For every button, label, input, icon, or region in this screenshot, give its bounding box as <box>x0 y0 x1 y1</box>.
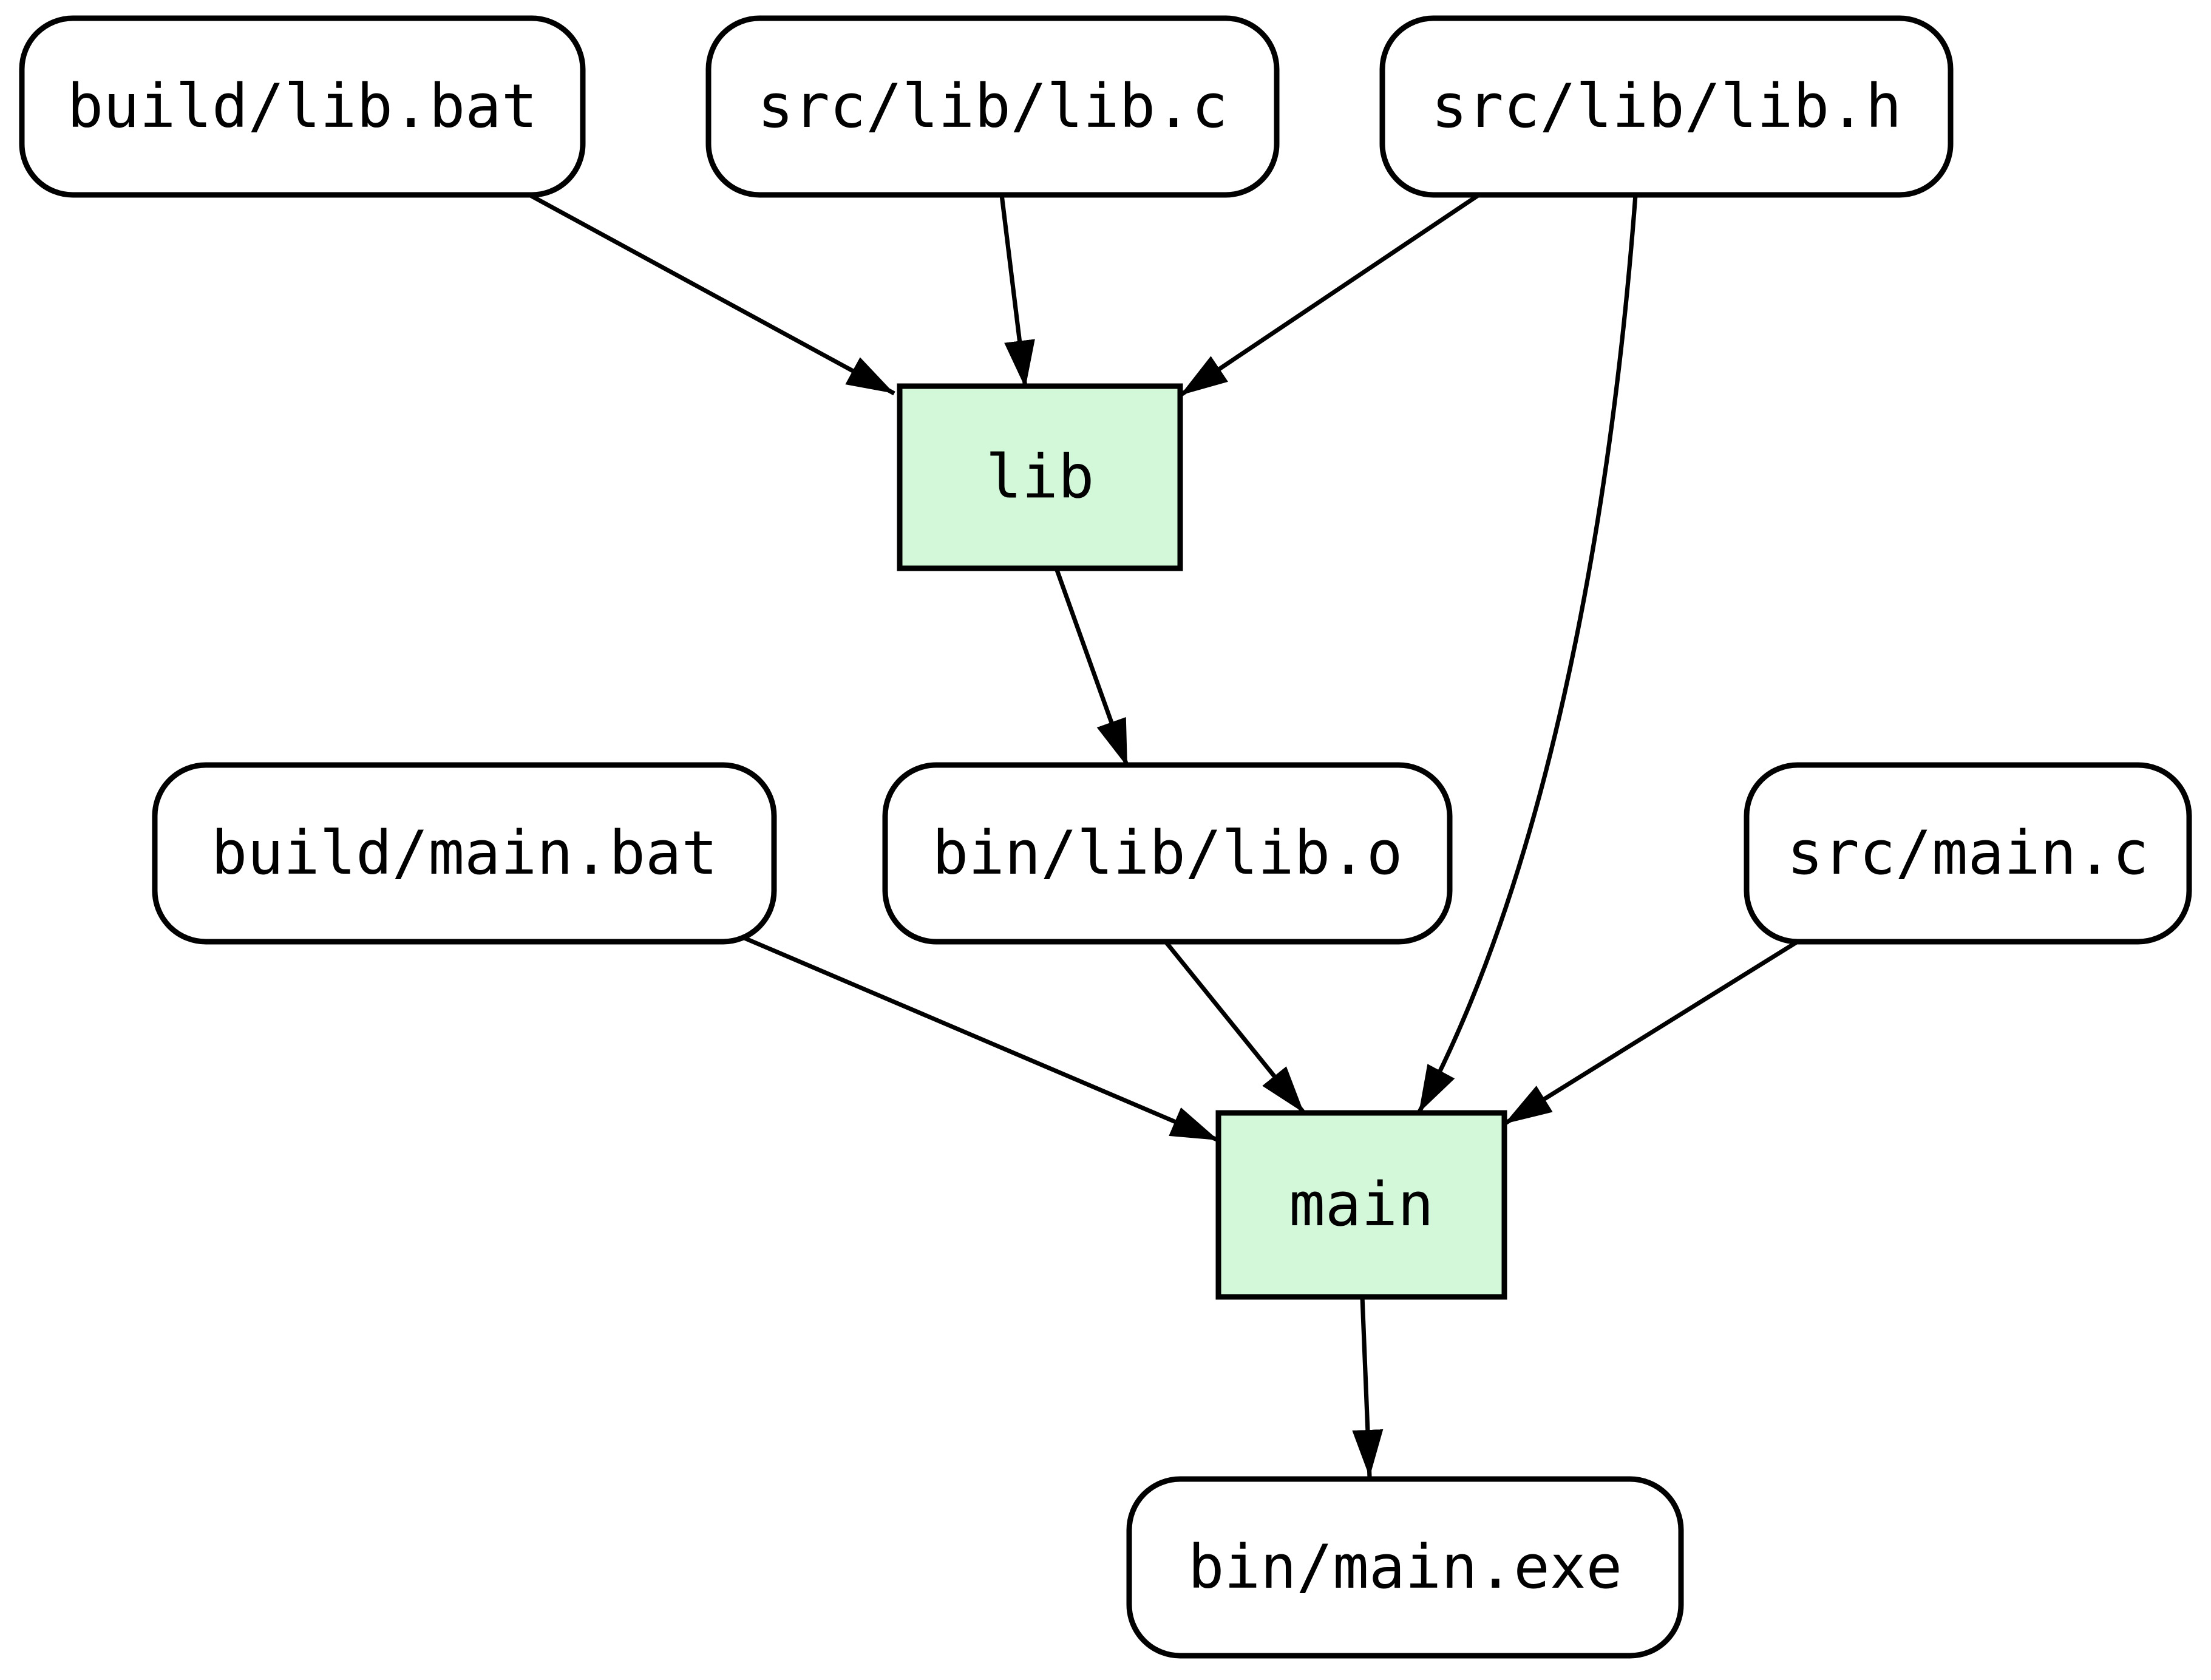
node-shape-build_main_bat <box>152 762 777 945</box>
node-shape-src_lib_lib_c <box>705 15 1280 198</box>
edge-build_lib_bat-to-lib <box>521 189 895 396</box>
node-shape-bin_lib_lib_o <box>882 762 1453 945</box>
node-label-bin_lib_lib_o: bin/lib/lib.o <box>932 818 1403 888</box>
node-label-build_lib_bat: build/lib.bat <box>67 72 538 141</box>
node-src_lib_lib_c: src/lib/lib.c <box>705 15 1280 198</box>
node-shape-src_main_c <box>1744 762 2192 945</box>
edge-bin_lib_lib_o-to-main <box>1164 940 1306 1115</box>
node-label-src_lib_lib_h: src/lib/lib.h <box>1432 72 1902 141</box>
node-src_lib_lib_h: src/lib/lib.h <box>1379 15 1954 198</box>
node-bin_lib_lib_o: bin/lib/lib.o <box>882 762 1453 945</box>
node-shape-main <box>1215 1110 1507 1300</box>
node-build_lib_bat: build/lib.bat <box>19 15 586 198</box>
edge-src_lib_lib_h-to-main <box>1416 194 1638 1114</box>
node-label-main: main <box>1289 1170 1433 1240</box>
node-label-src_lib_lib_c: src/lib/lib.c <box>758 72 1228 141</box>
node-lib: lib <box>897 383 1183 571</box>
node-src_main_c: src/main.c <box>1744 762 2192 945</box>
node-build_main_bat: build/main.bat <box>152 762 777 945</box>
node-bin_main_exe: bin/main.exe <box>1126 1476 1684 1659</box>
node-main: main <box>1215 1110 1507 1300</box>
edge-lib-to-bin_lib_lib_o <box>1054 567 1130 768</box>
node-shape-lib <box>897 383 1183 571</box>
edge-src_main_c-to-main <box>1503 930 1813 1126</box>
edges-layer <box>521 189 1813 1478</box>
node-shape-bin_main_exe <box>1126 1476 1684 1659</box>
edge-main-to-bin_main_exe <box>1352 1296 1384 1478</box>
node-label-lib: lib <box>986 442 1095 512</box>
node-label-src_main_c: src/main.c <box>1787 818 2148 888</box>
node-shape-build_lib_bat <box>19 15 586 198</box>
edge-build_main_bat-to-main <box>722 927 1220 1143</box>
edge-src_lib_lib_h-to-lib <box>1178 193 1481 397</box>
edge-src_lib_lib_c-to-lib <box>999 194 1035 389</box>
node-label-bin_main_exe: bin/main.exe <box>1188 1532 1622 1602</box>
node-shape-src_lib_lib_h <box>1379 15 1954 198</box>
node-label-build_main_bat: build/main.bat <box>211 818 718 888</box>
nodes-layer: build/lib.bat src/lib/lib.c src/lib/lib.h l… <box>19 15 2192 1659</box>
